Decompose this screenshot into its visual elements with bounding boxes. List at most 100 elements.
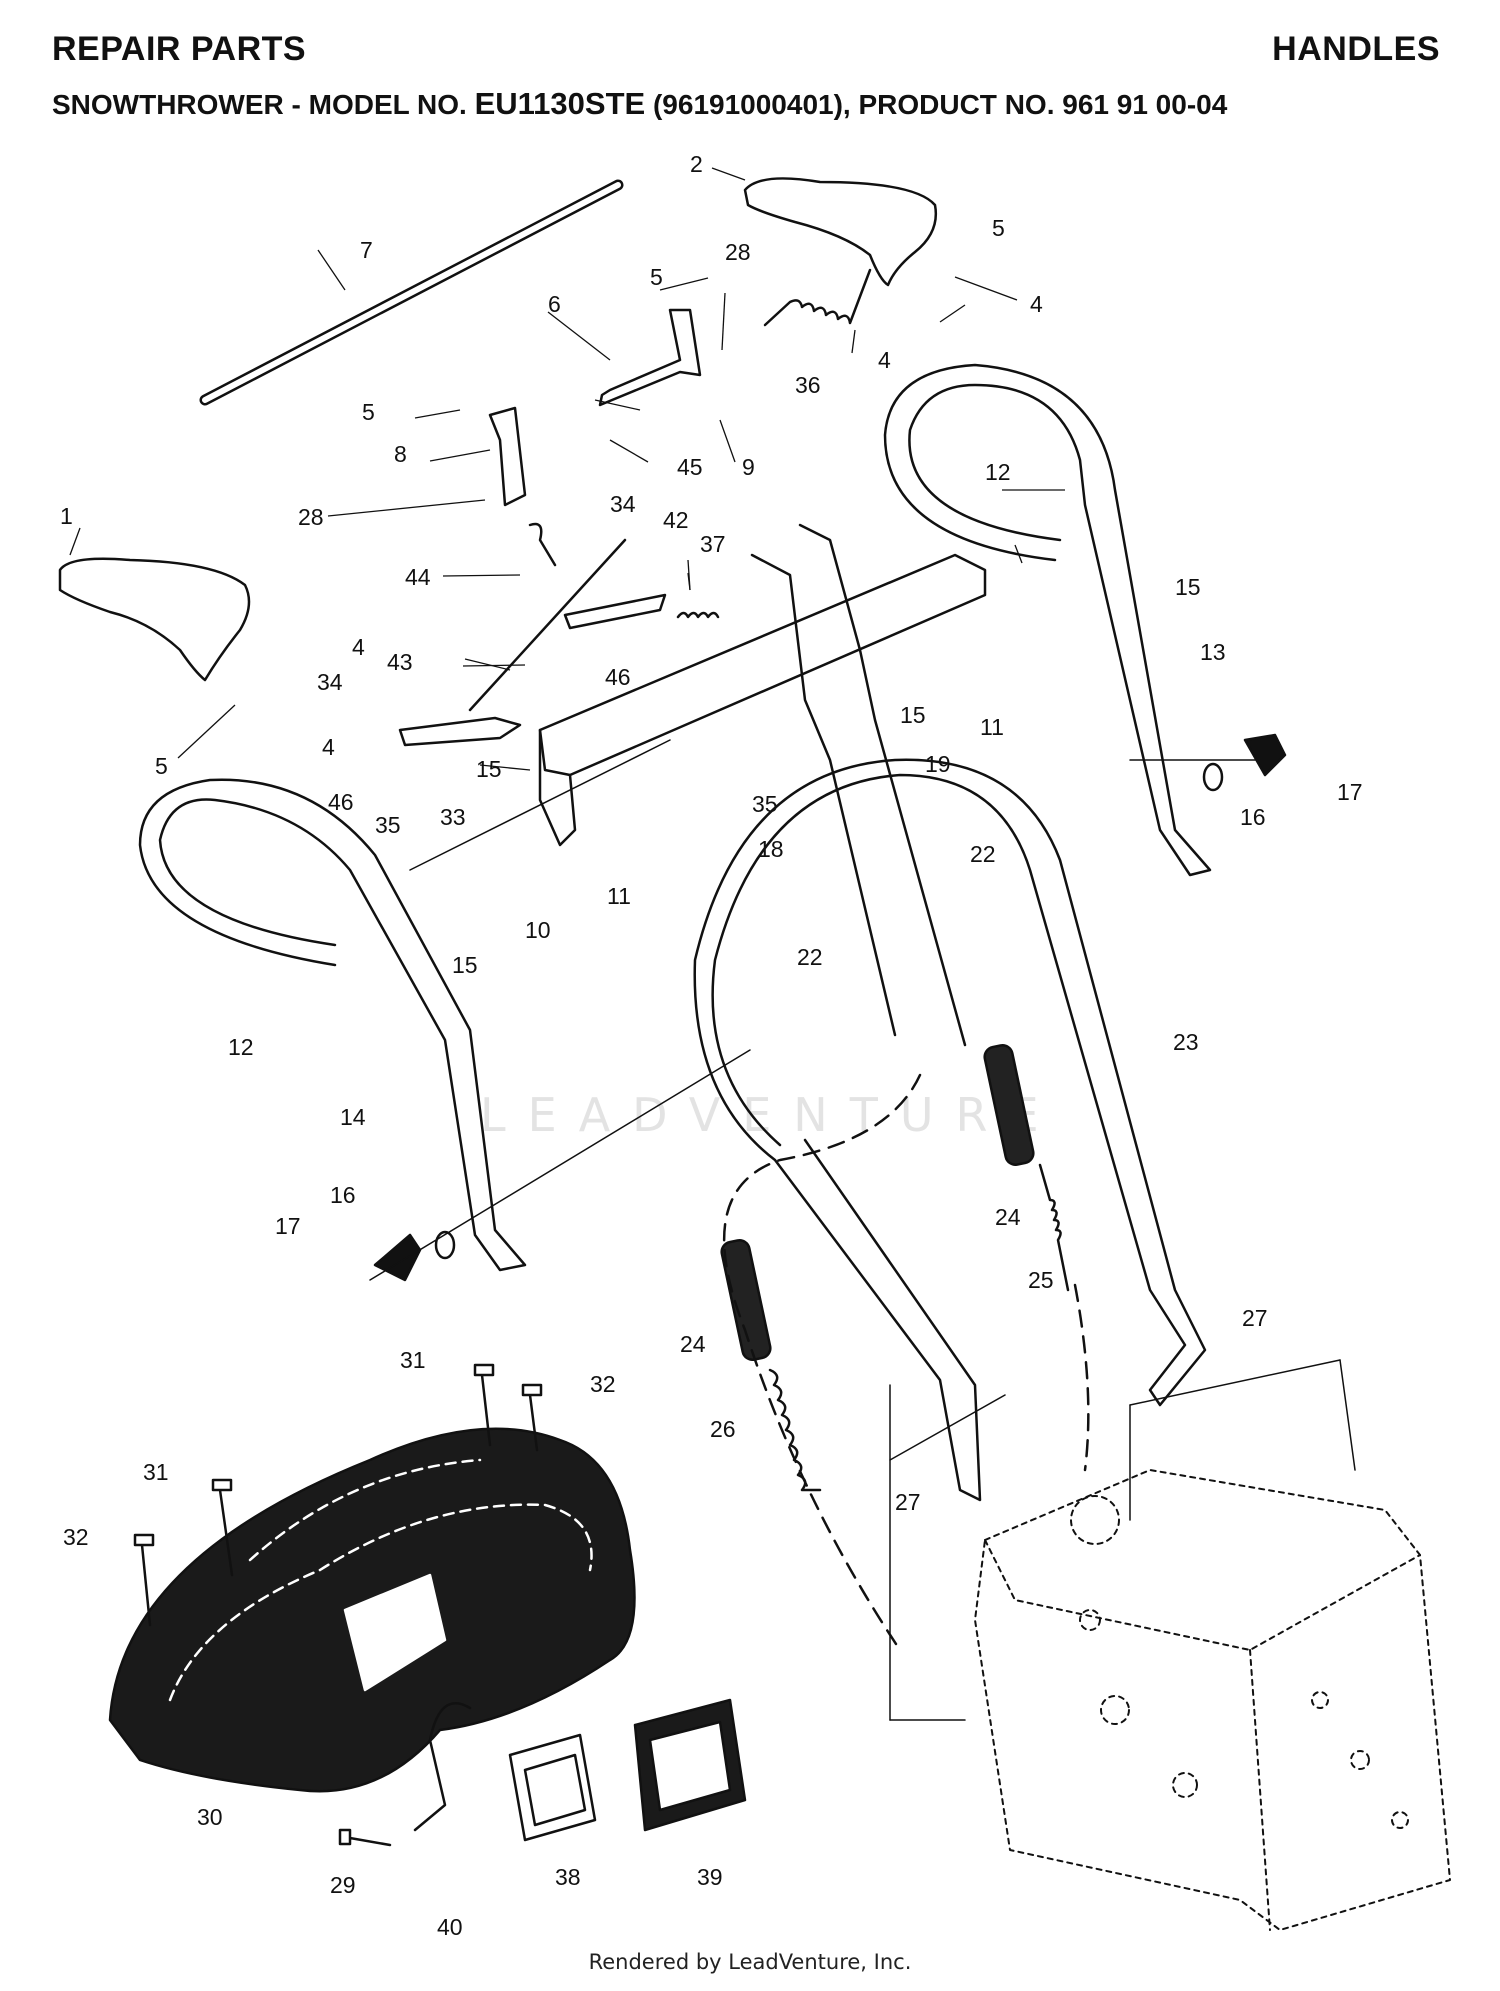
callout-29: 29 xyxy=(330,1872,356,1898)
callout-18: 18 xyxy=(758,836,784,862)
part-rod xyxy=(199,179,624,406)
callout-6: 6 xyxy=(548,291,561,317)
callout-11: 11 xyxy=(607,883,631,909)
callout-22: 22 xyxy=(970,841,996,867)
callout-labels: 1 2 4 4 4 4 5 5 5 5 6 7 8 9 10 11 11 12 … xyxy=(60,151,1363,1940)
part-bolt-32a xyxy=(521,1383,543,1452)
leader-guides xyxy=(369,739,1356,1721)
part-washer-left xyxy=(434,1230,456,1260)
callout-35: 35 xyxy=(752,791,778,817)
callout-40: 40 xyxy=(437,1914,463,1940)
part-panel-side xyxy=(538,728,577,847)
part-plate-33 xyxy=(398,716,522,747)
callout-14: 14 xyxy=(340,1104,366,1130)
callout-12: 12 xyxy=(228,1034,254,1060)
callout-25: 25 xyxy=(1028,1267,1054,1293)
part-bolt-31a xyxy=(473,1363,495,1447)
part-grip-right xyxy=(983,1044,1035,1166)
part-spring-37 xyxy=(676,611,720,619)
part-handle-right xyxy=(883,363,1212,877)
callout-34: 34 xyxy=(610,491,636,517)
callout-45: 45 xyxy=(677,454,703,480)
part-grip-left xyxy=(720,1239,772,1361)
model-subtitle: SNOWTHROWER - MODEL NO. EU1130STE (96191… xyxy=(52,86,1227,122)
callout-39: 39 xyxy=(697,1864,723,1890)
callout-15: 15 xyxy=(1175,574,1201,600)
callout-33: 33 xyxy=(440,804,466,830)
part-wire-harness xyxy=(413,1702,472,1832)
part-bracket-8 xyxy=(488,406,527,507)
part-handle-cover-right xyxy=(743,177,938,287)
callout-32: 32 xyxy=(63,1524,89,1550)
callout-38: 38 xyxy=(555,1864,581,1890)
part-knob-right xyxy=(1243,733,1287,777)
callout-10: 10 xyxy=(525,917,551,943)
callout-15: 15 xyxy=(476,756,502,782)
callout-23: 23 xyxy=(1173,1029,1199,1055)
callout-31: 31 xyxy=(143,1459,169,1485)
footer-credit: Rendered by LeadVenture, Inc. xyxy=(588,1950,912,1974)
callout-35: 35 xyxy=(375,812,401,838)
callout-7: 7 xyxy=(360,237,373,263)
callout-27: 27 xyxy=(895,1489,921,1515)
callout-8: 8 xyxy=(394,441,407,467)
callout-31: 31 xyxy=(400,1347,426,1373)
callout-16: 16 xyxy=(330,1182,356,1208)
callout-24: 24 xyxy=(995,1204,1021,1230)
model-number: EU1130STE xyxy=(474,86,646,121)
callout-19: 19 xyxy=(925,751,951,777)
part-cover-window xyxy=(343,1573,447,1692)
part-link-44 xyxy=(528,522,557,567)
part-washer-right xyxy=(1202,762,1224,792)
part-link-43 xyxy=(468,538,627,712)
callout-5: 5 xyxy=(155,753,168,779)
callout-leaders xyxy=(69,167,1065,771)
part-rod-18 xyxy=(750,553,897,1037)
callout-28: 28 xyxy=(298,504,324,530)
part-cable-dashed-2 xyxy=(1073,1283,1090,1472)
part-bracket-9 xyxy=(598,308,702,407)
callout-32: 32 xyxy=(590,1371,616,1397)
part-auger-housing xyxy=(974,1469,1451,1931)
part-plate-42 xyxy=(563,593,667,630)
callout-4: 4 xyxy=(352,634,365,660)
callout-11: 11 xyxy=(980,714,1004,740)
callout-4: 4 xyxy=(1030,291,1043,317)
callout-37: 37 xyxy=(700,531,726,557)
callout-46: 46 xyxy=(328,789,354,815)
callout-9: 9 xyxy=(742,454,755,480)
callout-4: 4 xyxy=(878,347,891,373)
part-spring-upper xyxy=(763,268,872,327)
callout-16: 16 xyxy=(1240,804,1266,830)
callout-43: 43 xyxy=(387,649,413,675)
watermark: LEADVENTURE xyxy=(480,1088,1061,1142)
callout-24: 24 xyxy=(680,1331,706,1357)
subtitle-prefix: SNOWTHROWER - MODEL NO. xyxy=(52,89,467,120)
callout-13: 13 xyxy=(1200,639,1226,665)
callout-44: 44 xyxy=(405,564,431,590)
part-handle-panel xyxy=(538,553,987,777)
callout-30: 30 xyxy=(197,1804,223,1830)
callout-28: 28 xyxy=(725,239,751,265)
callout-42: 42 xyxy=(663,507,689,533)
part-cable-dashed xyxy=(722,1073,922,1652)
callout-12: 12 xyxy=(985,459,1011,485)
subtitle-suffix: (96191000401), PRODUCT NO. 961 91 00-04 xyxy=(652,89,1228,120)
callout-4: 4 xyxy=(322,734,335,760)
callout-34: 34 xyxy=(317,669,343,695)
callout-27: 27 xyxy=(1242,1305,1268,1331)
part-cover-stitching xyxy=(168,1458,593,1702)
part-bolt-31b xyxy=(211,1478,234,1577)
callout-5: 5 xyxy=(992,215,1005,241)
part-handle-cover-left xyxy=(58,557,251,682)
callout-15: 15 xyxy=(452,952,478,978)
part-handle-left xyxy=(138,778,527,1272)
part-spring-26 xyxy=(768,1368,822,1492)
part-lamp-lens xyxy=(648,1720,732,1812)
callout-17: 17 xyxy=(275,1213,301,1239)
part-rod-19 xyxy=(798,523,967,1047)
part-screw-29 xyxy=(338,1828,392,1847)
page-title: REPAIR PARTS xyxy=(52,30,307,68)
callout-15: 15 xyxy=(900,702,926,728)
